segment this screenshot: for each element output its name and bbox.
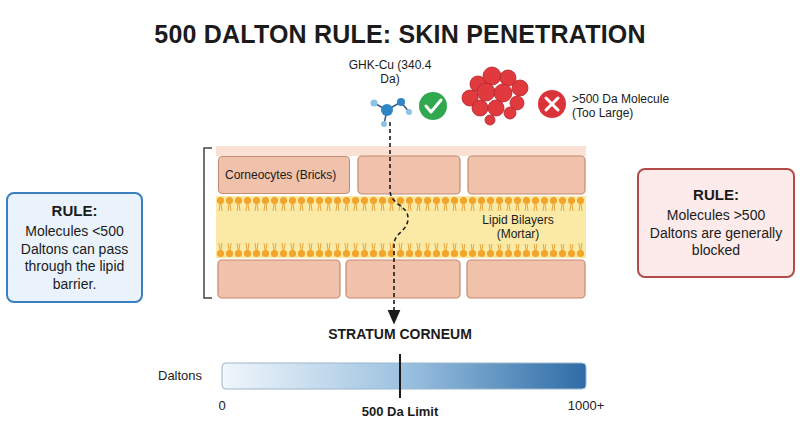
limit-marker (399, 354, 401, 398)
dalton-scale (222, 363, 586, 389)
large-molecule-icon (462, 67, 528, 125)
rule-heading: RULE: (14, 202, 135, 219)
lipid-bilayer-band: Lipid Bilayers (Mortar) (216, 196, 586, 258)
title: 500 DALTON RULE: SKIN PENETRATION (0, 20, 800, 49)
layer-label: STRATUM CORNEUM (328, 326, 472, 342)
penetration-path (390, 122, 408, 318)
rule-box: RULE: Molecules >500 Daltons are generall… (637, 168, 795, 278)
rule-box: RULE: Molecules <500 Daltons can pass thr… (6, 192, 143, 303)
corneocyte-bricks (218, 156, 585, 298)
molecule-icon (371, 98, 413, 127)
molecule-label: >500 Da Molecule (Too Large) (572, 92, 692, 121)
axis-label: Daltons (158, 368, 202, 383)
band-label: Lipid Bilayers (Mortar) (460, 211, 576, 244)
limit-label: 500 Da Limit (362, 404, 439, 419)
skin-surface (216, 146, 586, 156)
tick-label: 0 (218, 398, 225, 413)
rule-heading: RULE: (645, 186, 787, 203)
rule-text: Molecules >500 Daltons are generally blo… (645, 207, 787, 260)
tick-label: 1000+ (568, 398, 605, 413)
brick-label: Corneocytes (Bricks) (225, 168, 343, 182)
check-icon (419, 92, 447, 120)
rule-text: Molecules <500 Daltons can pass through … (14, 223, 135, 293)
cross-icon (538, 90, 566, 118)
corneocyte-brick: Corneocytes (Bricks) (218, 156, 350, 194)
molecule-label: GHK-Cu (340.4 Da) (345, 58, 435, 87)
bracket (204, 148, 212, 298)
